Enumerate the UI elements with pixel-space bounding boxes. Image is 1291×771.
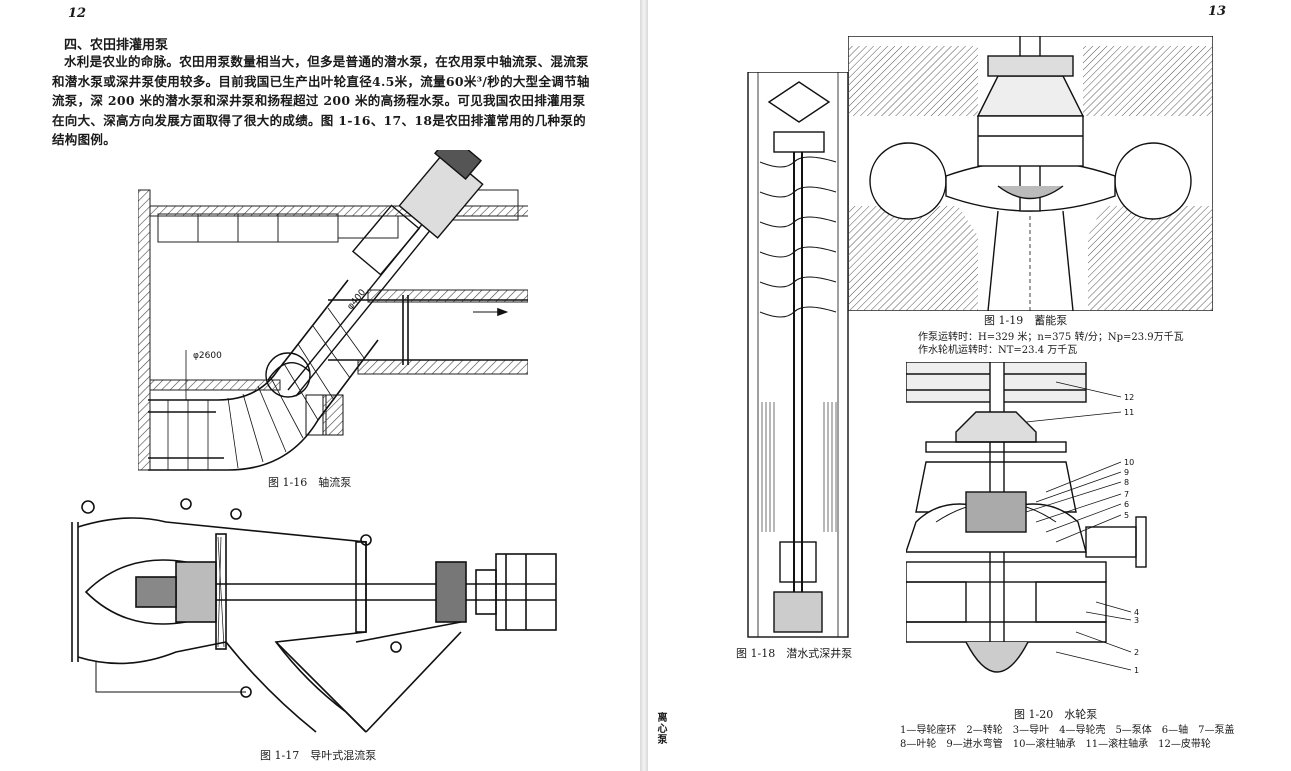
label-7: 7 bbox=[1124, 490, 1129, 499]
caption-fig-1-17: 图 1-17 导叶式混流泵 bbox=[260, 749, 377, 762]
caption-fig-1-16: 图 1-16 轴流泵 bbox=[268, 476, 352, 489]
figure-1-16-axial-pump: φ2600 φ400 bbox=[138, 150, 528, 480]
left-page: 12 四、农田排灌用泵 水利是农业的命脉。农田用泵数量相当大，但多是普通的潜水泵… bbox=[0, 0, 640, 771]
label-8: 8 bbox=[1124, 478, 1129, 487]
figure-1-19-storage-pump bbox=[848, 36, 1213, 311]
fig-1-19-note-line1: 作泵运转时：H=329 米；n=375 转/分；Np=23.9万千瓦 bbox=[918, 332, 1184, 343]
paragraph-text: 水利是农业的命脉。农田用泵数量相当大，但多是普通的潜水泵，在农用泵中轴流泵、混流… bbox=[52, 54, 590, 147]
book-gutter bbox=[640, 0, 648, 771]
label-2: 2 bbox=[1134, 648, 1139, 657]
section-heading: 四、农田排灌用泵 bbox=[64, 38, 169, 53]
margin-note: 离心泵 bbox=[655, 712, 666, 745]
fig-1-20-legend-line1: 1—导轮座环 2—转轮 3—导叶 4—导轮壳 5—泵体 6—轴 7—泵盖 bbox=[900, 725, 1235, 736]
label-5: 5 bbox=[1124, 511, 1129, 520]
label-10: 10 bbox=[1124, 458, 1134, 467]
caption-fig-1-18: 图 1-18 潜水式深井泵 bbox=[736, 647, 853, 660]
label-9: 9 bbox=[1124, 468, 1129, 477]
figure-1-17-mixed-flow-pump bbox=[66, 492, 566, 742]
label-6: 6 bbox=[1124, 500, 1129, 509]
right-page: 13 离心泵 bbox=[648, 0, 1291, 771]
figure-1-18-deep-well-pump bbox=[744, 72, 854, 642]
label-1: 1 bbox=[1134, 666, 1139, 675]
fig-1-20-legend-line2: 8—叶轮 9—进水弯管 10—滚柱轴承 11—滚柱轴承 12—皮带轮 bbox=[900, 739, 1211, 750]
caption-fig-1-19: 图 1-19 蓄能泵 bbox=[984, 314, 1068, 327]
label-3: 3 bbox=[1134, 616, 1139, 625]
page-number-right: 13 bbox=[1208, 4, 1227, 19]
label-11: 11 bbox=[1124, 408, 1134, 417]
fig-1-19-note-line2: 作水轮机运转时：NT=23.4 万千瓦 bbox=[918, 345, 1078, 356]
body-paragraph: 水利是农业的命脉。农田用泵数量相当大，但多是普通的潜水泵，在农用泵中轴流泵、混流… bbox=[52, 52, 597, 150]
caption-fig-1-20: 图 1-20 水轮泵 bbox=[1014, 708, 1098, 721]
figure-1-20-turbine-pump: 12 11 10 9 8 7 6 5 4 3 2 1 bbox=[906, 362, 1156, 702]
page-number-left: 12 bbox=[68, 6, 87, 21]
label-12: 12 bbox=[1124, 393, 1134, 402]
label-4: 4 bbox=[1134, 608, 1139, 617]
dim-2600: φ2600 bbox=[193, 351, 222, 361]
